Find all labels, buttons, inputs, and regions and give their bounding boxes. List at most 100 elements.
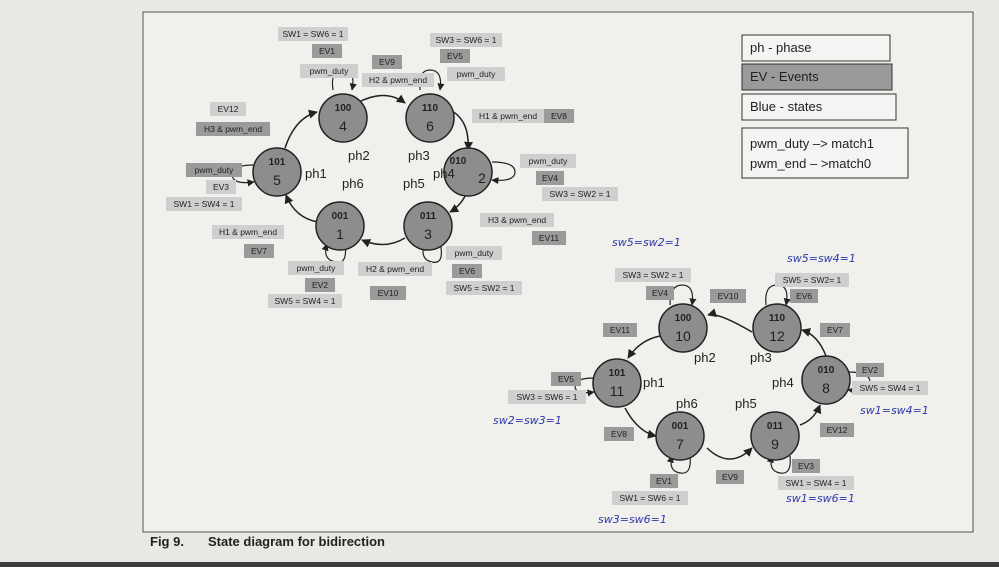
state-number: 4 <box>339 118 347 134</box>
phase-label: ph5 <box>735 396 757 411</box>
legend-states: Blue - states <box>750 99 823 114</box>
condition-label: H3 & pwm_end <box>488 215 546 225</box>
switch-label: SW1 = SW6 = 1 <box>620 493 681 503</box>
condition-label: H1 & pwm_end <box>479 111 537 121</box>
state-number: 2 <box>478 170 486 186</box>
condition-label: pwm_duty <box>457 69 496 79</box>
figure-caption: State diagram for bidirection <box>208 534 385 549</box>
transition-1-5 <box>284 194 319 223</box>
phase-label: ph6 <box>342 176 364 191</box>
legend-phase: ph - phase <box>750 40 811 55</box>
condition-label: H2 & pwm_end <box>366 264 424 274</box>
state-11: 101 11 <box>592 358 642 408</box>
state-code: 001 <box>672 421 689 432</box>
state-code: 010 <box>450 156 467 167</box>
state-number: 11 <box>610 383 625 399</box>
state-3: 011 3 <box>403 201 453 251</box>
condition-label: pwm_duty <box>297 263 336 273</box>
state-number: 6 <box>426 118 434 134</box>
condition-label: H3 & pwm_end <box>204 124 262 134</box>
state-number: 9 <box>771 436 779 452</box>
condition-label: pwm_duty <box>310 66 349 76</box>
transition-5-4 <box>284 109 318 149</box>
event-label: EV3 <box>213 182 229 192</box>
handwritten-note: sw5=sw2=1 <box>612 236 681 249</box>
phase-label: ph2 <box>348 148 370 163</box>
event-label: EV9 <box>722 472 738 482</box>
state-10: 100 10 <box>658 303 708 353</box>
label-boxes-1: SW1 = SW6 = 1 EV1 pwm_duty EV9 H2 & pwm_… <box>166 27 618 308</box>
transition-8-12 <box>801 328 827 357</box>
state-number: 1 <box>336 226 344 242</box>
switch-label: SW3 = SW6 = 1 <box>436 35 497 45</box>
event-label: EV1 <box>656 476 672 486</box>
phase-label: ph4 <box>433 166 455 181</box>
switch-label: SW3 = SW6 = 1 <box>517 392 578 402</box>
state-code: 110 <box>769 313 786 324</box>
handwritten-note: sw2=sw3=1 <box>493 414 562 427</box>
event-label: EV10 <box>718 291 739 301</box>
figure-number: Fig 9. <box>150 534 184 549</box>
state-number: 8 <box>822 380 830 396</box>
transition-12-10 <box>707 308 753 333</box>
diagram-1: 100 4 110 6 010 2 011 3 001 1 101 5 <box>166 27 618 308</box>
switch-label: SW1 = SW6 = 1 <box>283 29 344 39</box>
switch-label: SW5 = SW4 = 1 <box>860 383 921 393</box>
state-8: 010 8 <box>801 355 851 405</box>
transition-11-7 <box>624 407 657 439</box>
phase-label: ph1 <box>643 375 665 390</box>
transition-9-8 <box>799 404 822 426</box>
state-1: 001 1 <box>315 201 365 251</box>
handwritten-note: sw1=sw4=1 <box>860 404 929 417</box>
phase-label: ph1 <box>305 166 327 181</box>
state-5: 101 5 <box>252 147 302 197</box>
event-label: EV6 <box>459 266 475 276</box>
condition-label: pwm_duty <box>455 248 494 258</box>
switch-label: SW5 = SW4 = 1 <box>275 296 336 306</box>
transition-4-6 <box>356 94 406 104</box>
handwritten-note: sw5=sw4=1 <box>787 252 856 265</box>
state-code: 101 <box>269 157 286 168</box>
legend-duty: pwm_duty –> match1 <box>750 136 874 151</box>
state-code: 100 <box>335 103 352 114</box>
self-loop-9 <box>766 455 791 474</box>
state-number: 12 <box>769 328 785 344</box>
state-code: 011 <box>420 211 437 222</box>
event-label: EV9 <box>379 57 395 67</box>
switch-label: SW5 = SW2 = 1 <box>454 283 515 293</box>
phase-label: ph2 <box>694 350 716 365</box>
event-label: EV5 <box>558 374 574 384</box>
switch-label: SW5 = SW2= 1 <box>783 275 842 285</box>
switch-label: SW3 = SW2 = 1 <box>550 189 611 199</box>
transition-7-9 <box>706 447 753 460</box>
state-number: 5 <box>273 172 281 188</box>
self-loop-2 <box>491 161 516 185</box>
switch-label: SW1 = SW4 = 1 <box>174 199 235 209</box>
handwritten-note: sw3=sw6=1 <box>598 513 667 526</box>
condition-label: H1 & pwm_end <box>219 227 277 237</box>
legend-end: pwm_end – >match0 <box>750 156 871 171</box>
event-label: EV3 <box>798 461 814 471</box>
phase-label: ph3 <box>750 350 772 365</box>
event-label: EV2 <box>312 280 328 290</box>
event-label: EV7 <box>251 246 267 256</box>
condition-label: pwm_duty <box>529 156 568 166</box>
state-2: 010 2 <box>443 147 493 197</box>
self-loop-7 <box>666 455 691 474</box>
event-label: EV8 <box>551 111 567 121</box>
state-number: 3 <box>424 226 432 242</box>
phase-label: ph6 <box>676 396 698 411</box>
event-label: EV5 <box>447 51 463 61</box>
phase-label: ph4 <box>772 375 794 390</box>
event-label: EV12 <box>218 104 239 114</box>
transition-10-11 <box>627 335 661 359</box>
label-boxes-2: SW3 = SW2 = 1 EV4 EV10 SW5 = SW2= 1 EV6 … <box>508 268 928 505</box>
phase-label: ph5 <box>403 176 425 191</box>
event-label: EV12 <box>827 425 848 435</box>
phase-label: ph3 <box>408 148 430 163</box>
state-number: 7 <box>676 436 684 452</box>
state-4: 100 4 <box>318 93 368 143</box>
legend: ph - phase EV - Events Blue - states pwm… <box>741 34 909 179</box>
